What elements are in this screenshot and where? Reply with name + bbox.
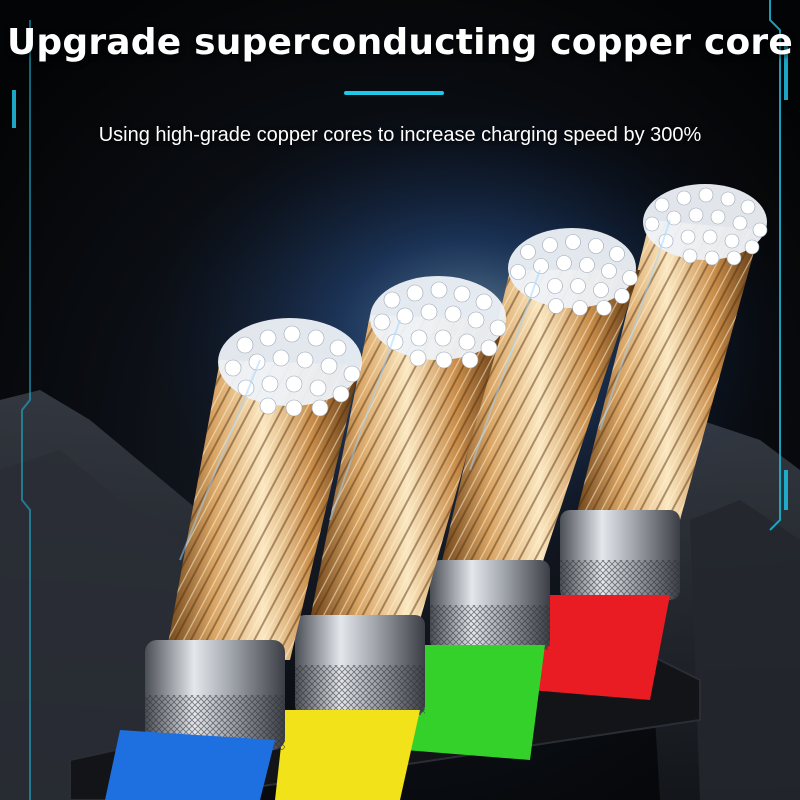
accent-bar	[344, 91, 444, 95]
strand-ends	[224, 187, 768, 417]
light-streaks	[179, 219, 671, 561]
cable-blue	[105, 318, 362, 800]
cable-green	[405, 228, 640, 760]
subheadline: Using high-grade copper cores to increas…	[98, 124, 702, 146]
hud-frame	[12, 0, 788, 800]
cable-yellow	[275, 276, 506, 800]
headline: Upgrade superconducting copper core	[6, 22, 793, 63]
cable-red	[530, 184, 767, 700]
